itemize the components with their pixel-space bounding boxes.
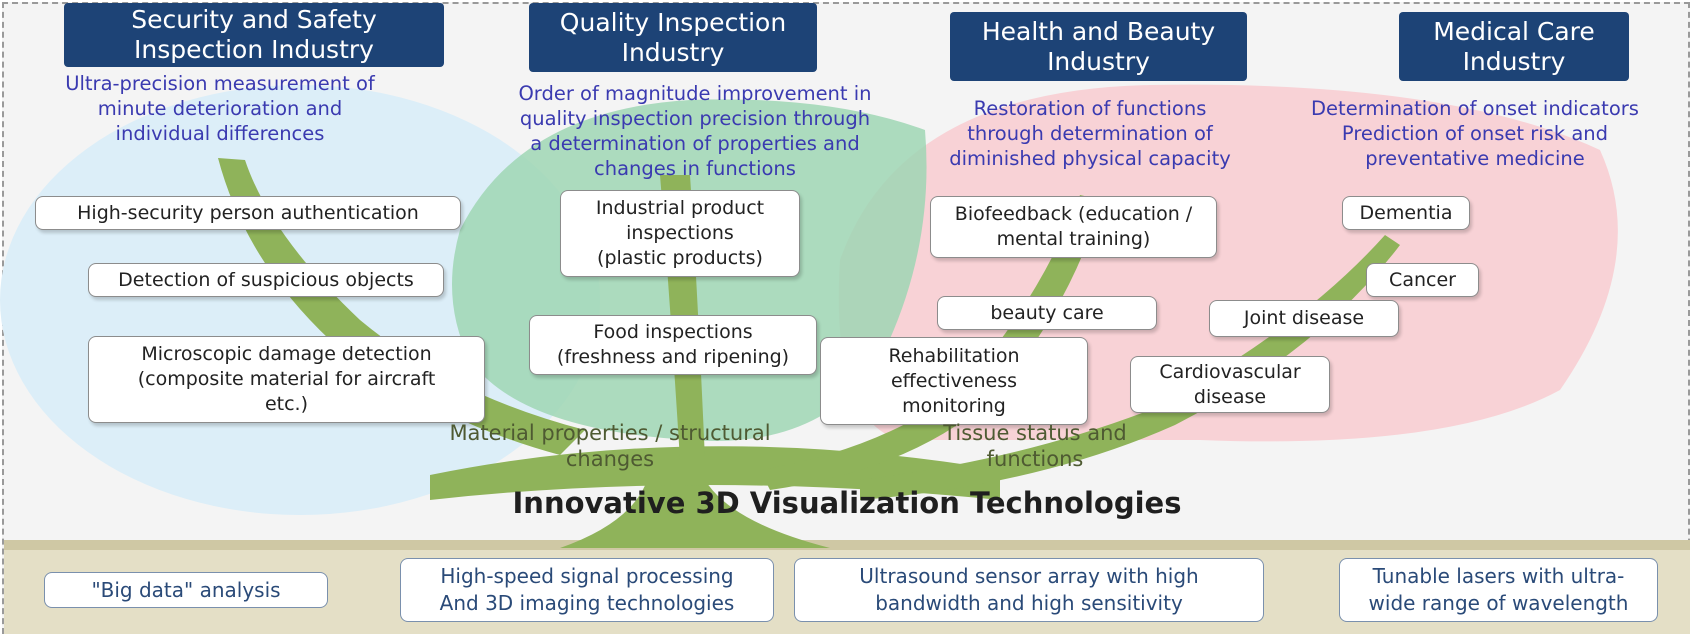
app-industrial-product-inspections: Industrial product inspections (plastic … xyxy=(560,190,800,277)
header-medical: Medical Care Industry xyxy=(1399,12,1629,81)
label-tissue-status: Tissue status and functions xyxy=(943,421,1127,471)
tree-trunk xyxy=(560,470,830,548)
app-dementia: Dementia xyxy=(1342,196,1470,230)
desc-health: Restoration of functions through determi… xyxy=(949,97,1231,170)
main-title: Innovative 3D Visualization Technologies xyxy=(512,486,1182,520)
branch-medical xyxy=(860,235,1400,500)
tech-tunable-lasers: Tunable lasers with ultra- wide range of… xyxy=(1339,558,1658,622)
app-cardiovascular-disease: Cardiovascular disease xyxy=(1130,356,1330,413)
branch-security xyxy=(218,158,585,455)
tech-ultrasound-sensor: Ultrasound sensor array with high bandwi… xyxy=(794,558,1264,622)
desc-medical: Determination of onset indicators Predic… xyxy=(1311,97,1639,170)
app-microscopic-damage: Microscopic damage detection (composite … xyxy=(88,336,485,423)
tech-big-data: "Big data" analysis xyxy=(44,572,328,608)
app-suspicious-objects: Detection of suspicious objects xyxy=(88,263,444,297)
desc-security: Ultra-precision measurement of minute de… xyxy=(65,72,375,145)
app-high-security-authentication: High-security person authentication xyxy=(35,196,461,230)
header-security: Security and Safety Inspection Industry xyxy=(64,3,444,67)
header-quality: Quality Inspection Industry xyxy=(529,3,817,72)
label-material-properties: Material properties / structural changes xyxy=(449,421,771,471)
header-health: Health and Beauty Industry xyxy=(950,12,1247,81)
app-rehabilitation: Rehabilitation effectiveness monitoring xyxy=(820,337,1088,425)
tech-signal-processing: High-speed signal processing And 3D imag… xyxy=(400,558,774,622)
app-food-inspections: Food inspections (freshness and ripening… xyxy=(529,315,817,375)
app-cancer: Cancer xyxy=(1366,263,1479,297)
app-beauty-care: beauty care xyxy=(937,296,1157,330)
app-biofeedback: Biofeedback (education / mental training… xyxy=(930,196,1217,258)
desc-quality: Order of magnitude improvement in qualit… xyxy=(518,82,872,180)
app-joint-disease: Joint disease xyxy=(1209,300,1399,337)
